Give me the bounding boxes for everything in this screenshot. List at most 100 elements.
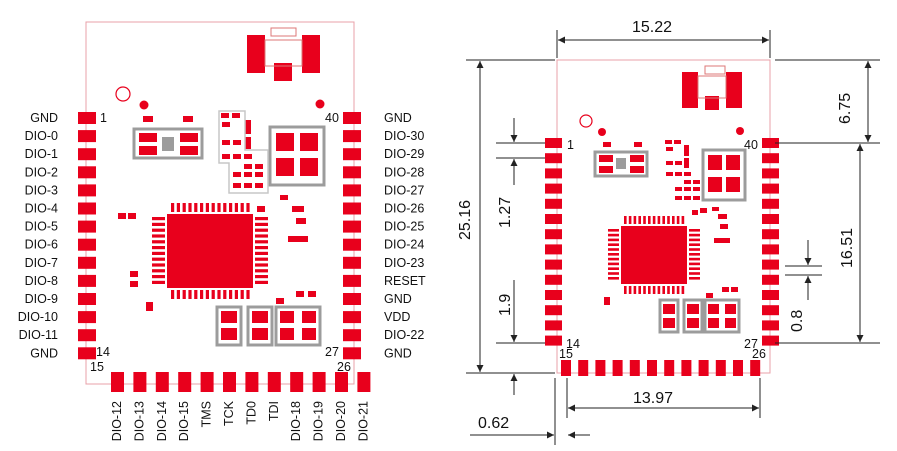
pad-right-12 xyxy=(343,311,361,324)
bottom-pin-label: TMS xyxy=(200,401,214,427)
rv-ic-pin-top xyxy=(628,216,632,224)
dim-pin-pitch: 1.27 xyxy=(497,197,514,228)
pad-right-10 xyxy=(343,274,361,287)
pad-left-9 xyxy=(78,256,96,269)
rv-small-smd-pad xyxy=(722,238,730,243)
ic-pin-top xyxy=(240,203,244,212)
rv-small-smd-pad xyxy=(666,161,673,165)
rv-small-smd-pad xyxy=(720,224,728,229)
right-side-pads xyxy=(343,112,361,360)
pad-right-9 xyxy=(343,256,361,269)
rv-pad-left-10 xyxy=(545,274,562,285)
rv-small-smd-pad xyxy=(665,140,672,144)
right-pin-label: DIO-28 xyxy=(384,165,424,179)
rv-small-smd-pad xyxy=(675,196,682,200)
left-pin-label: DIO-3 xyxy=(25,183,58,197)
rv-small-smd-pad xyxy=(684,196,691,200)
right-pin-label: VDD xyxy=(384,310,410,324)
right-pin-number-27: 27 xyxy=(744,337,758,351)
small-smd-pad xyxy=(233,183,241,188)
right-pin-label: GND xyxy=(384,346,412,360)
rv-small-smd-pad xyxy=(684,145,689,156)
pad-bottom-1 xyxy=(111,372,124,392)
right-pin-label: GND xyxy=(384,292,412,306)
small-component-outline xyxy=(218,110,269,194)
rv-ic-pin-top xyxy=(662,216,665,224)
rv-pad-left-9 xyxy=(545,259,562,270)
rv-pad-right-3 xyxy=(762,168,779,179)
right-pin-number-15: 15 xyxy=(559,347,573,361)
ic-pin-right xyxy=(255,269,268,273)
bottom-pin-label: DIO-14 xyxy=(155,401,169,441)
small-smd-pad xyxy=(221,113,229,118)
right-pin-label: DIO-24 xyxy=(384,238,424,252)
small-smd-pad xyxy=(130,271,138,277)
ic-pin-right xyxy=(255,228,268,232)
small-smd-pad xyxy=(233,154,241,159)
pad-left-6 xyxy=(78,202,96,215)
small-smd-pad xyxy=(244,154,252,159)
pad-right-3 xyxy=(343,148,361,161)
ic-pin-top xyxy=(246,203,250,212)
small-smd-pad xyxy=(128,213,136,219)
rv-ic-pin-bottom xyxy=(676,286,680,294)
rv-pad-bottom-10 xyxy=(715,360,726,376)
left-pin-label: DIO-9 xyxy=(25,292,58,306)
pad-right-6 xyxy=(343,202,361,215)
rv-ic-pin-top xyxy=(624,216,627,224)
rv-ic-pin-bottom xyxy=(633,286,637,294)
ic-pin-left xyxy=(152,222,165,226)
ic-pin-top xyxy=(200,203,204,212)
ic-pin-top xyxy=(188,203,192,212)
right-pin-label: DIO-29 xyxy=(384,147,424,161)
pad-left-13 xyxy=(78,329,96,342)
ic-pin-bottom xyxy=(211,290,215,299)
rv-pad-bottom-3 xyxy=(595,360,606,376)
pad-right-8 xyxy=(343,238,361,251)
small-smd-pad xyxy=(257,206,265,212)
rv-ic-pin-right xyxy=(689,277,700,280)
rv-ic-pin-left xyxy=(608,253,619,256)
rv-small-smd-pad xyxy=(666,147,673,151)
pad-left-10 xyxy=(78,274,96,287)
rv-ic-pin-left xyxy=(608,233,619,237)
right-pin-label: DIO-22 xyxy=(384,328,424,342)
rv-pad-right-13 xyxy=(762,320,779,331)
pad-right-5 xyxy=(343,184,361,197)
left-bottom-gray-components xyxy=(146,291,322,347)
pad-right-4 xyxy=(343,166,361,179)
rv-ic-pin-left xyxy=(608,248,619,251)
pad-right-7 xyxy=(343,220,361,233)
ic-pin-top xyxy=(217,203,221,212)
rv-pad-right-12 xyxy=(762,305,779,316)
ic-pin-right xyxy=(255,263,268,267)
right-pin-number-1: 1 xyxy=(567,138,574,152)
ic-pin-left xyxy=(152,257,165,261)
ic-pin-right xyxy=(255,217,268,221)
pad-left-4 xyxy=(78,166,96,179)
rv-pad-bottom-6 xyxy=(647,360,657,376)
rv-pad-left-7 xyxy=(545,229,562,240)
ic-pin-left xyxy=(152,275,165,279)
rv-pad-left-4 xyxy=(545,183,562,194)
left-pin-number-14: 14 xyxy=(96,345,110,359)
ic-pin-bottom xyxy=(229,290,233,299)
ic-pin-bottom xyxy=(234,290,238,299)
pad-bottom-3 xyxy=(155,372,169,392)
pad-bottom-2 xyxy=(133,372,147,392)
pad-bottom-9 xyxy=(290,372,304,392)
rv-ic-pin-right xyxy=(689,253,700,256)
rv-pad-left-2 xyxy=(545,153,562,164)
left-pin-number-26: 26 xyxy=(337,360,351,374)
pad-bottom-11 xyxy=(335,372,348,392)
ic-pin-left xyxy=(152,280,165,284)
left-fiducial-ring xyxy=(115,86,131,102)
right-pin-number-26: 26 xyxy=(752,347,766,361)
rv-pad-left-6 xyxy=(545,214,562,224)
bottom-pin-label: DIO-20 xyxy=(334,401,348,441)
ic-pin-left xyxy=(152,228,165,232)
rv-ic-pin-top xyxy=(672,216,675,224)
left-pin-label: DIO-10 xyxy=(18,310,58,324)
rv-pad-right-2 xyxy=(762,153,779,164)
bottom-pin-label: DIO-18 xyxy=(289,401,303,441)
